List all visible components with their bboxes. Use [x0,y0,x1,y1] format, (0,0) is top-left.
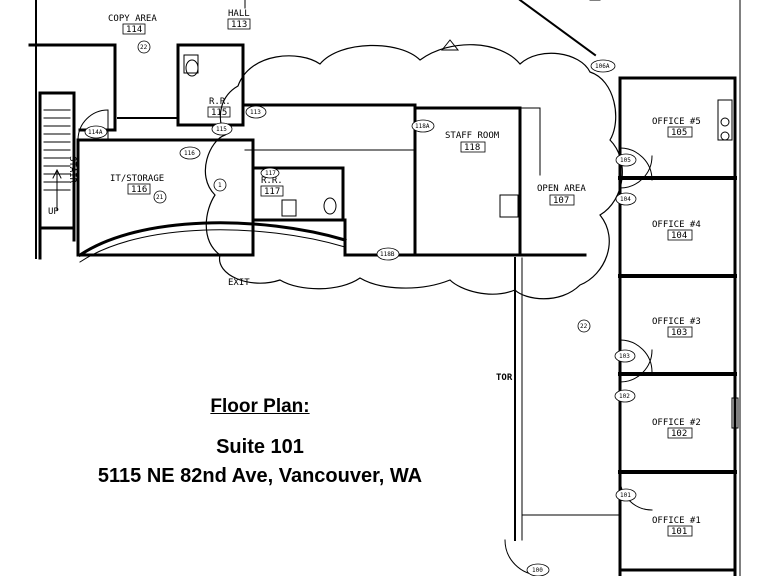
num-rr-115: 115 [211,108,227,118]
label-up: UP [48,207,59,217]
label-hall: HALL [228,9,250,19]
door-tag-113: 113 [250,109,261,116]
door-tag-116: 116 [184,150,195,157]
door-tag-100: 100 [532,567,543,574]
wall-rr-115 [176,43,245,127]
label-open-area: OPEN AREA [537,184,586,194]
marker-22-top: 22 [140,44,148,51]
caption-suite: Suite 101 [216,436,304,458]
wall-rr-117 [251,166,345,222]
num-office-4: 104 [671,231,687,241]
label-it-storage: IT/STORAGE [110,174,164,184]
label-office-3: OFFICE #3 [652,317,701,327]
label-office-4: OFFICE #4 [652,220,701,230]
door-tag-114a: 114A [88,129,103,136]
curved-wall [77,221,347,258]
caption-title: Floor Plan: [210,396,310,417]
label-staff-room: STAFF ROOM [445,131,500,141]
num-hall: 113 [231,20,247,30]
label-rr-115: R.R. [209,97,231,107]
stair-treads [43,109,71,211]
label-office-2: OFFICE #2 [652,418,701,428]
num-office-2: 102 [671,429,687,439]
label-tor: TOR [496,373,513,383]
num-office-1: 101 [671,527,687,537]
num-office-3: 103 [671,328,687,338]
num-staff-room: 118 [464,143,480,153]
label-stair: STAIR [67,156,77,184]
label-office-1: OFFICE #1 [652,516,701,526]
door-tag-106a: 106A [595,63,610,70]
door-tag-101: 101 [620,492,631,499]
revision-cloud [204,44,623,300]
door-tag-115: 115 [216,126,227,133]
marker-21: 21 [156,194,164,201]
num-office-5: 105 [671,128,687,138]
door-tag-102: 102 [619,393,630,400]
label-copy-area: COPY AREA [108,14,157,24]
door-tag-105: 105 [620,157,631,164]
door-tag-118b: 118B [380,251,395,258]
door-tag-104: 104 [620,196,631,203]
label-rr-117: R.R. [261,176,283,186]
caption-address: 5115 NE 82nd Ave, Vancouver, WA [97,465,423,487]
label-exit: EXIT [228,278,250,288]
marker-1: 1 [218,182,222,189]
stair-enclosure [38,91,76,230]
num-copy-area: 114 [126,25,142,35]
marker-22-right: 22 [580,323,588,330]
label-office-5: OFFICE #5 [652,117,701,127]
wall-staff-room [413,106,522,257]
num-open-area: 107 [553,196,569,206]
door-tag-103: 103 [619,353,630,360]
door-tag-117: 117 [265,170,276,177]
door-tag-118a: 118A [415,123,430,130]
num-it-storage: 116 [131,185,147,195]
num-rr-117: 117 [264,187,280,197]
